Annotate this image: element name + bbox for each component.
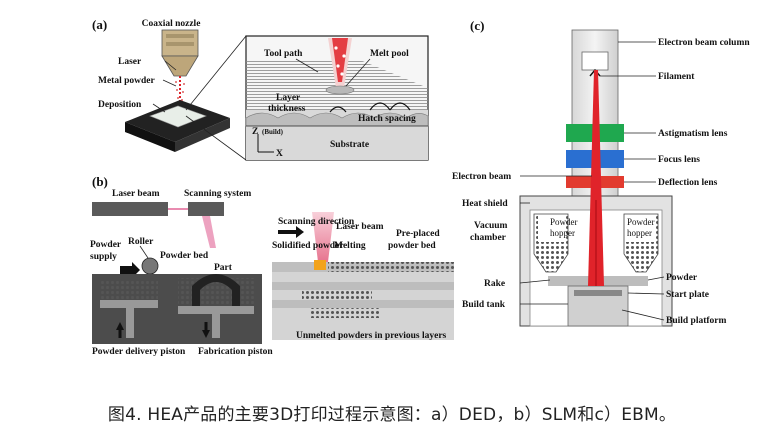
part-label: Part bbox=[214, 263, 233, 273]
figure-caption: 图4. HEA产品的主要3D打印过程示意图：a）DED，b）SLM和c）EBM。 bbox=[107, 405, 677, 425]
fabrication-piston-arrow bbox=[202, 330, 210, 338]
powder-hopper-right-label-2: hopper bbox=[627, 228, 652, 238]
panel-c: (c) Powder hopper Powder hopper bbox=[452, 18, 750, 327]
delivery-piston-arrow bbox=[116, 322, 124, 330]
schematic-svg: (a) Coaxial nozzle Laser Metal powder D bbox=[90, 17, 750, 357]
layer-thickness-label-2: thickness bbox=[268, 104, 306, 114]
vacuum-chamber-label-1: Vacuum bbox=[474, 221, 508, 231]
solidified-powder-label: Solidified powder bbox=[272, 241, 344, 251]
powder-label: Powder bbox=[666, 273, 698, 283]
roller-label: Roller bbox=[128, 237, 154, 247]
substrate-label: Substrate bbox=[330, 140, 369, 150]
start-plate-label: Start plate bbox=[666, 290, 709, 300]
panel-b-label: (b) bbox=[92, 174, 108, 189]
panel-a: (a) Coaxial nozzle Laser Metal powder D bbox=[92, 17, 429, 161]
rake-label: Rake bbox=[484, 279, 505, 289]
electron-beam-label: Electron beam bbox=[452, 172, 511, 182]
panel-a-label: (a) bbox=[92, 17, 107, 32]
zoom-inset bbox=[245, 35, 429, 161]
metal-powder-stream bbox=[175, 81, 185, 101]
laser-source bbox=[92, 202, 168, 216]
electron-beam-column-label: Electron beam column bbox=[658, 38, 750, 48]
hatch-spacing-label: Hatch spacing bbox=[358, 114, 416, 124]
scanning-system-label: Scanning system bbox=[184, 189, 251, 199]
vacuum-chamber bbox=[519, 195, 673, 327]
axis-x-label: X bbox=[276, 149, 283, 159]
scanning-mirror bbox=[188, 202, 224, 216]
pre-placed-label-2: powder bed bbox=[388, 241, 436, 251]
astigmatism-lens-label: Astigmatism lens bbox=[658, 129, 728, 139]
tool-path-label: Tool path bbox=[264, 49, 303, 59]
coaxial-nozzle bbox=[161, 29, 199, 77]
unmelted-powders-label: Unmelted powders in previous layers bbox=[296, 331, 447, 341]
scanning-direction-label: Scanning direction bbox=[278, 217, 355, 227]
powder-hopper-left-label-1: Powder bbox=[550, 217, 578, 227]
filament-label: Filament bbox=[658, 72, 695, 82]
deflection-lens-label: Deflection lens bbox=[658, 178, 718, 188]
roller bbox=[141, 257, 159, 275]
layer-thickness-label-1: Layer bbox=[276, 93, 301, 103]
build-tank-label: Build tank bbox=[462, 300, 506, 310]
axis-z-label: Z bbox=[252, 127, 258, 137]
fabrication-piston-label: Fabrication piston bbox=[198, 347, 273, 357]
heat-shield-label: Heat shield bbox=[462, 199, 508, 209]
axis-z-sub-label: (Build) bbox=[262, 128, 284, 136]
powder-delivery-piston-label: Powder delivery piston bbox=[92, 347, 186, 357]
powder-bed-label: Powder bed bbox=[160, 251, 209, 261]
laser-beam-label: Laser beam bbox=[112, 189, 160, 199]
electron-beam bbox=[588, 70, 604, 286]
vacuum-chamber-label-2: chamber bbox=[470, 233, 507, 243]
focus-lens-label: Focus lens bbox=[658, 155, 700, 165]
powder-hopper-left-label-2: hopper bbox=[550, 228, 575, 238]
melting-label: Melting bbox=[334, 241, 366, 251]
deposition-label: Deposition bbox=[98, 100, 142, 110]
build-platform-label: Build platform bbox=[666, 316, 727, 326]
laser-down-beam bbox=[202, 216, 216, 248]
panel-b: (b) Laser beam Scanning system Powder su… bbox=[90, 174, 454, 357]
powder-layer-view bbox=[272, 212, 454, 340]
scanning-direction-arrow bbox=[278, 226, 304, 238]
pre-placed-label-1: Pre-placed bbox=[396, 229, 440, 239]
laser-label: Laser bbox=[118, 57, 142, 67]
powder-supply-label-2: supply bbox=[90, 252, 117, 262]
coaxial-nozzle-label: Coaxial nozzle bbox=[142, 19, 201, 29]
substrate-block bbox=[125, 100, 230, 152]
slm-chamber bbox=[92, 274, 262, 344]
powder-hopper-right-label-1: Powder bbox=[627, 217, 655, 227]
panel-c-label: (c) bbox=[470, 18, 484, 33]
metal-powder-label: Metal powder bbox=[98, 76, 156, 86]
powder-supply-label-1: Powder bbox=[90, 240, 122, 250]
laser-beam-2-label: Laser beam bbox=[336, 222, 384, 232]
melt-pool-label: Melt pool bbox=[370, 49, 409, 59]
